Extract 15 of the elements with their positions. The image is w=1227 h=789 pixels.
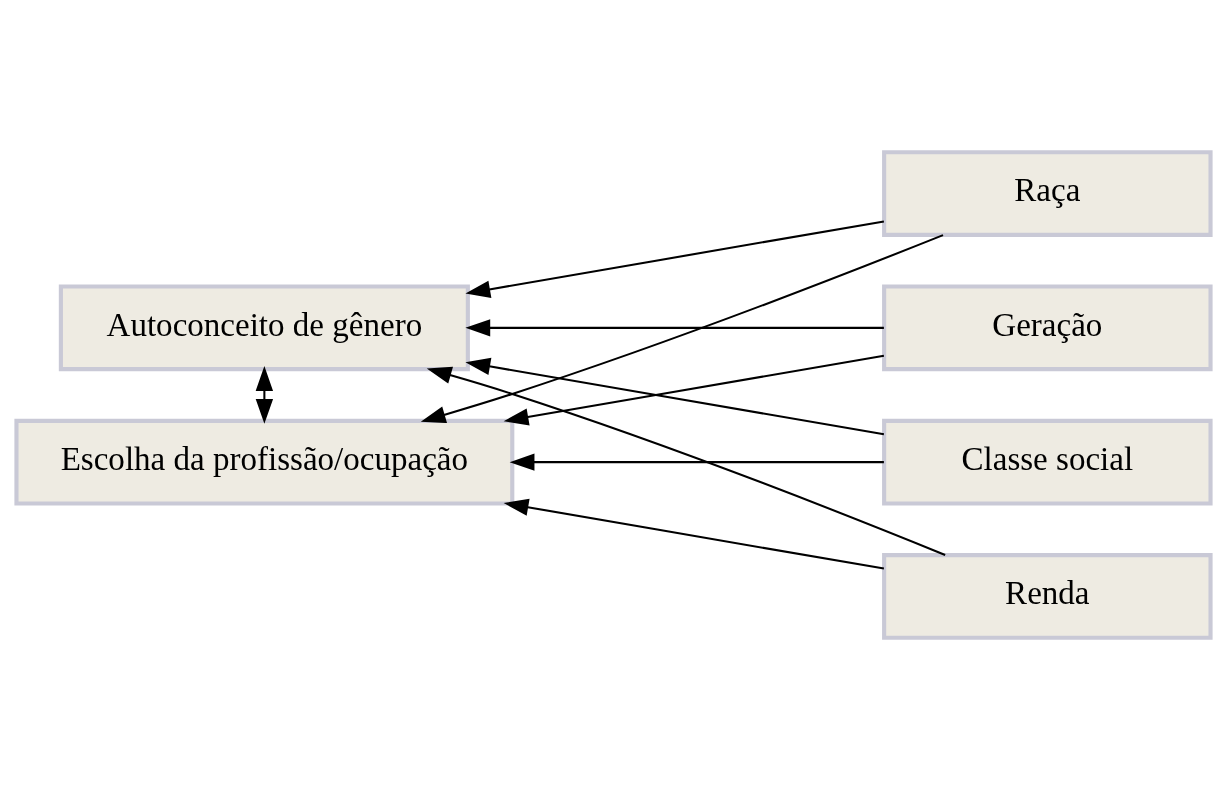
arrow (503, 498, 885, 570)
arrow (465, 219, 885, 298)
arrow (255, 365, 274, 424)
arrow (509, 452, 884, 471)
arrow (465, 318, 884, 337)
arrow (503, 354, 885, 426)
arrow (426, 366, 946, 556)
node-box: Escolha da profissão/ocupação (14, 418, 515, 506)
node-box: Classe social (882, 418, 1213, 506)
arrow (420, 233, 944, 423)
node-box: Autoconceito de gênero (58, 283, 470, 371)
node-box: Renda (882, 552, 1213, 640)
node-box: Raça (882, 149, 1213, 237)
arrow (465, 357, 885, 435)
node-box: Geração (882, 283, 1213, 371)
